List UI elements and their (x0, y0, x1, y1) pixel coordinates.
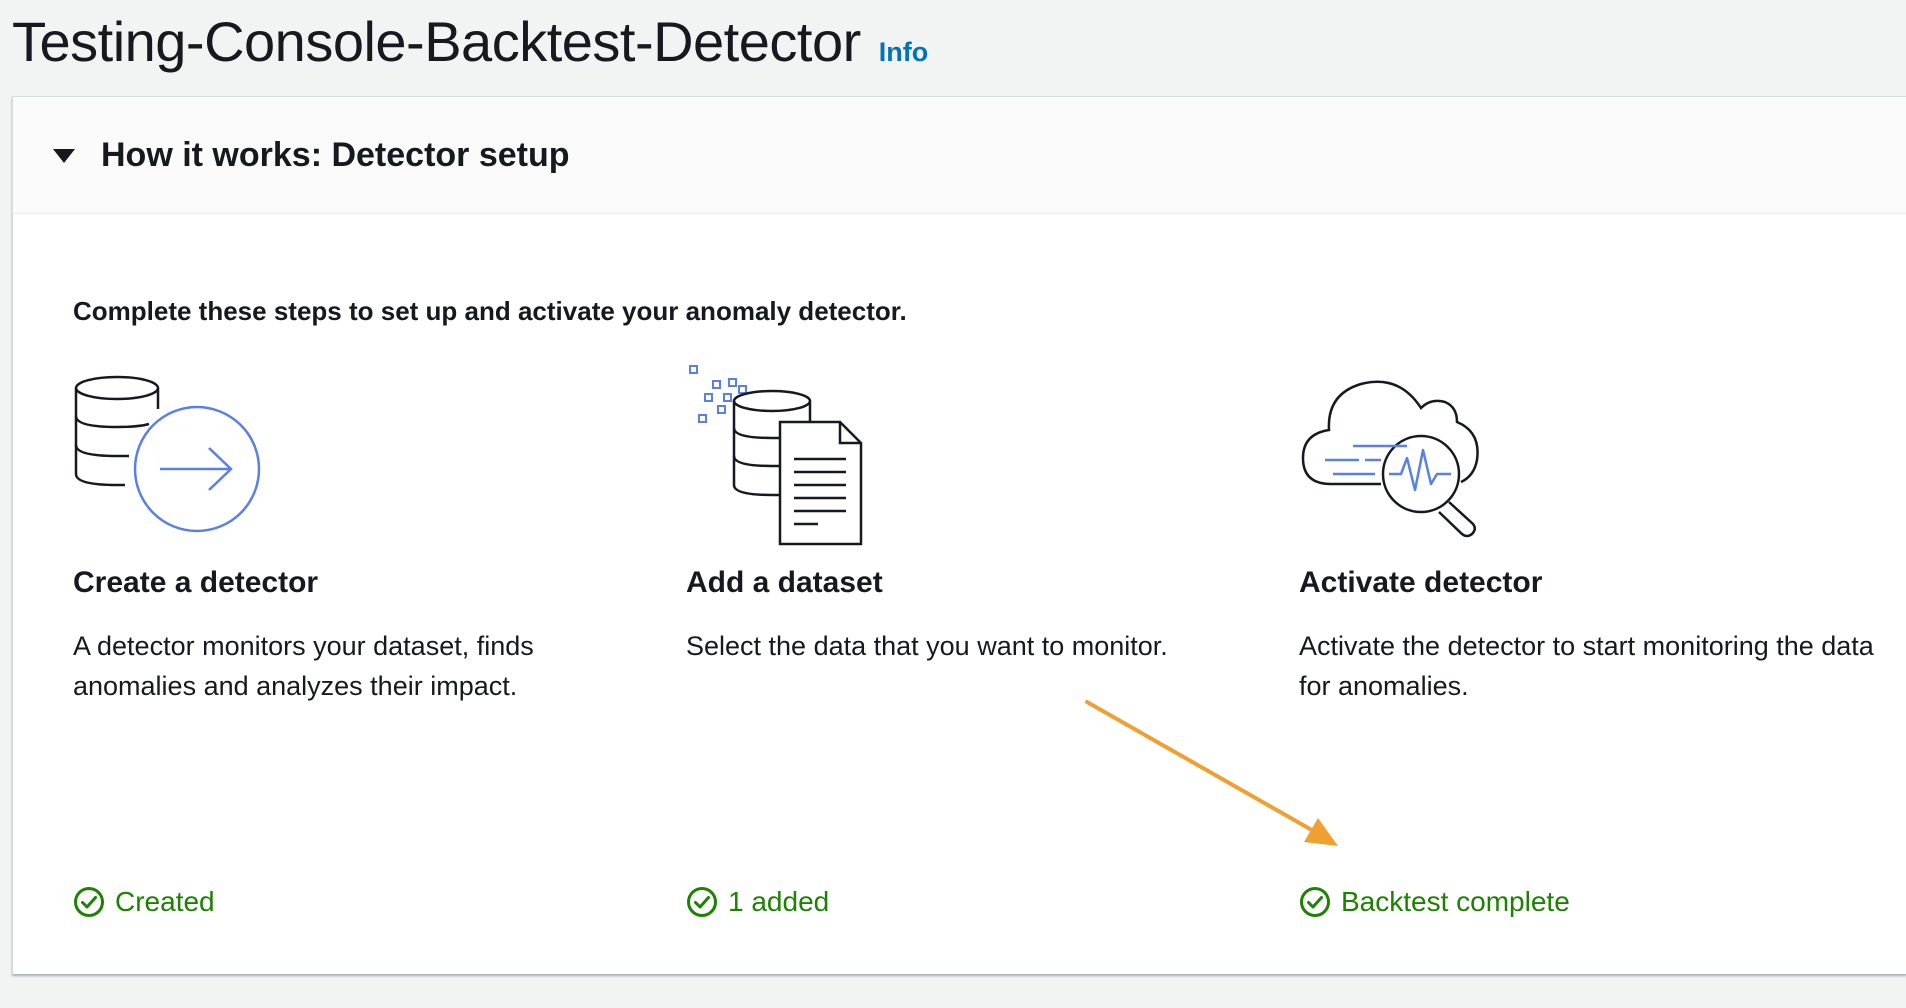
status-added: 1 added (686, 886, 829, 918)
status-backtest-complete: Backtest complete (1299, 886, 1570, 918)
database-document-icon (686, 364, 1266, 554)
step-description: A detector monitors your dataset, finds … (73, 631, 534, 701)
status-label: Backtest complete (1341, 886, 1570, 917)
page-title: Testing-Console-Backtest-Detector (12, 10, 861, 73)
panel-body: Complete these steps to set up and activ… (13, 214, 1906, 974)
info-link[interactable]: Info (878, 37, 929, 67)
panel-title: How it works: Detector setup (101, 135, 570, 174)
how-it-works-panel: How it works: Detector setup Complete th… (12, 96, 1906, 974)
step-add-dataset: Add a dataset Select the data that you w… (686, 364, 1266, 917)
step-title: Add a dataset (686, 566, 883, 599)
step-title: Create a detector (73, 566, 319, 599)
check-circle-icon (1300, 887, 1330, 917)
status-created: Created (73, 886, 215, 918)
status-label: Created (115, 886, 215, 917)
check-circle-icon (74, 887, 104, 917)
step-title: Activate detector (1299, 566, 1543, 599)
step-create-detector: Create a detector A detector monitors yo… (73, 364, 653, 917)
status-label: 1 added (728, 886, 830, 917)
step-description: Activate the detector to start monitorin… (1299, 631, 1874, 701)
step-description: Select the data that you want to monitor… (686, 631, 1168, 661)
database-arrow-icon (73, 364, 653, 554)
check-circle-icon (687, 887, 717, 917)
setup-intro: Complete these steps to set up and activ… (73, 296, 907, 326)
step-activate-detector: Activate detector Activate the detector … (1299, 364, 1879, 917)
caret-down-icon[interactable] (53, 149, 75, 163)
cloud-magnifier-icon (1299, 364, 1879, 554)
page-header: Testing-Console-Backtest-Detector Info (12, 8, 928, 75)
how-it-works-toggle[interactable]: How it works: Detector setup (13, 97, 1906, 214)
